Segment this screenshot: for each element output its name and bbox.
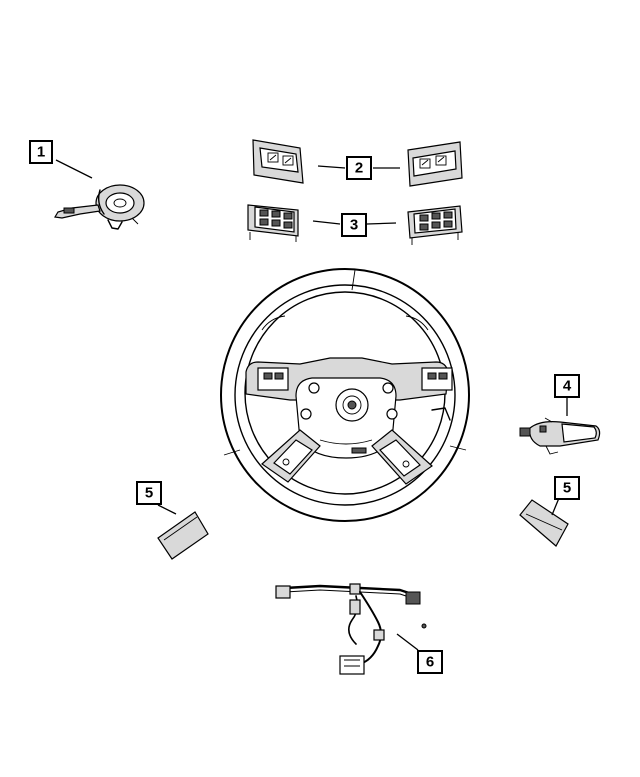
callout-4: 4 (554, 374, 580, 398)
leader-line-5-left (157, 504, 177, 515)
steering-wheel (220, 268, 470, 522)
leader-line-6 (396, 633, 419, 651)
switch-bezel-right (407, 141, 463, 187)
trim-pad-right (519, 499, 569, 547)
callout-3-label: 3 (350, 217, 358, 234)
callout-5-left-label: 5 (145, 485, 153, 502)
switch-module-right (407, 205, 463, 245)
switch-module-left (247, 204, 299, 242)
switch-bezel-left (252, 139, 304, 184)
callout-4-label: 4 (563, 378, 572, 395)
callout-2: 2 (346, 156, 372, 180)
paddle-shifter-part (519, 417, 601, 455)
leader-line-3-left (312, 220, 341, 225)
leader-line-2-left (317, 165, 346, 169)
callout-5-right-label: 5 (563, 480, 571, 497)
clockspring-part (54, 184, 145, 230)
wiring-harness-part (275, 583, 427, 675)
callout-2-label: 2 (355, 160, 363, 177)
callout-5-right: 5 (554, 476, 580, 500)
leader-line-1 (55, 159, 93, 179)
callout-5-left: 5 (136, 481, 162, 505)
callout-3: 3 (341, 213, 367, 237)
leader-line-5-right (551, 497, 560, 516)
callout-6: 6 (417, 650, 443, 674)
trim-pad-left (157, 511, 209, 560)
callout-1-label: 1 (37, 144, 45, 161)
callout-1: 1 (29, 140, 53, 164)
callout-6-label: 6 (426, 654, 434, 671)
leader-line-3-right (366, 222, 397, 225)
